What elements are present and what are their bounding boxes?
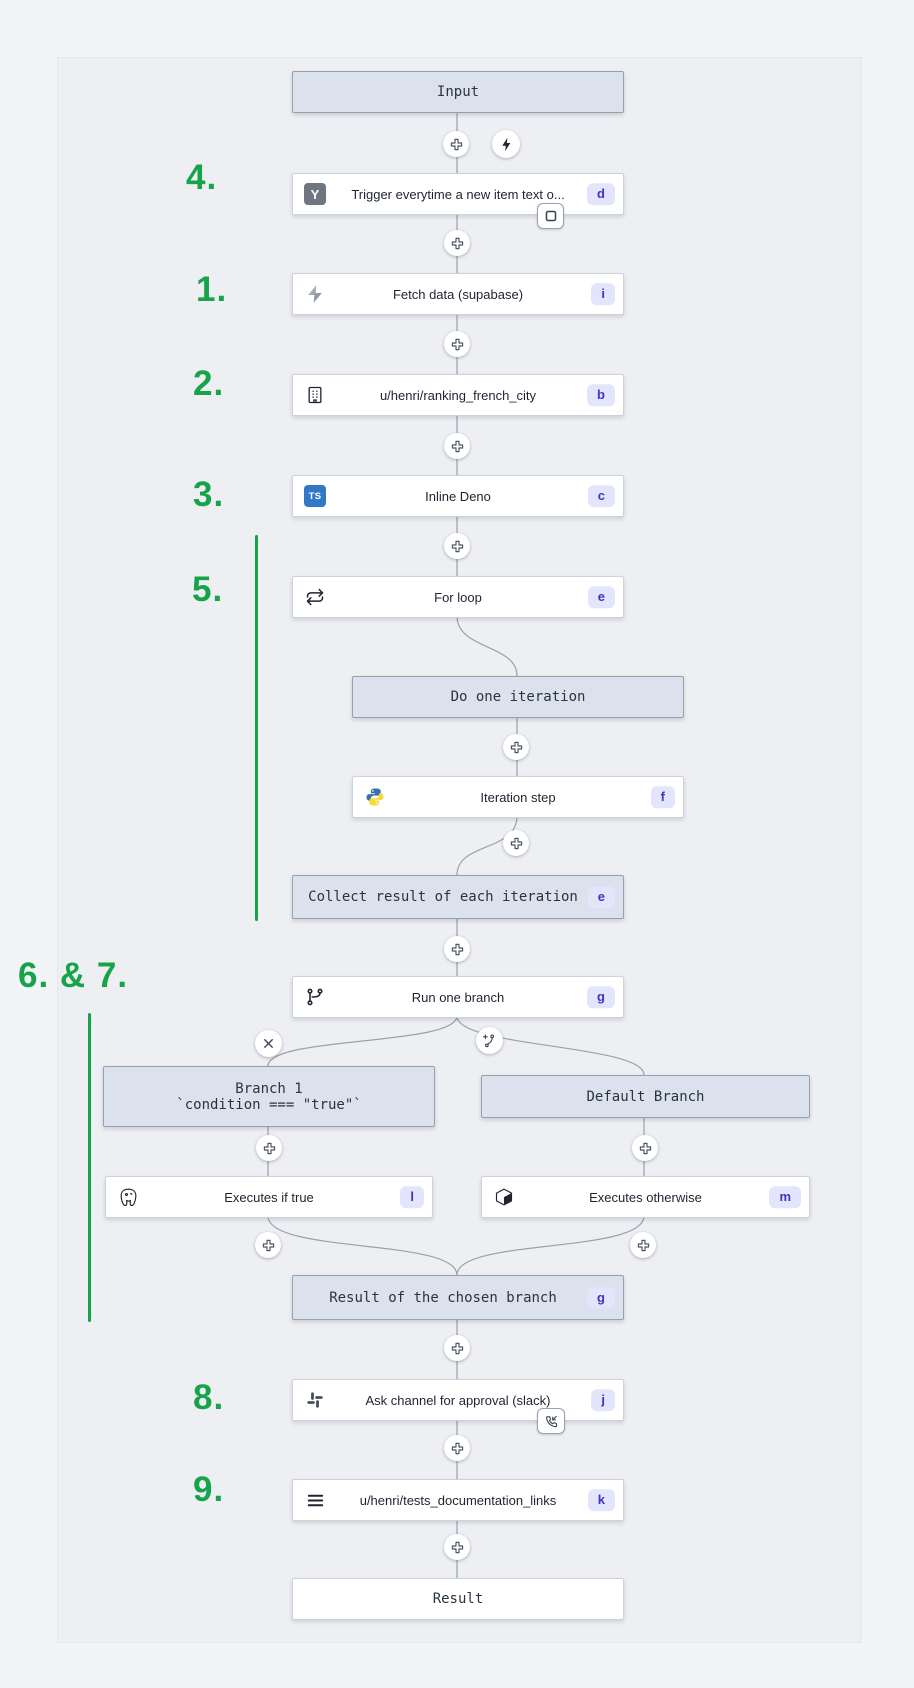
fetch-data-badge: i	[591, 283, 615, 305]
add-step-button[interactable]	[444, 1435, 470, 1461]
executes-otherwise-badge: m	[769, 1186, 801, 1208]
input-node-label: Input	[436, 84, 480, 100]
add-step-button[interactable]	[503, 830, 529, 856]
trigger-node-badge: d	[587, 183, 615, 205]
result-node[interactable]: Result	[292, 1578, 624, 1620]
postgresql-icon	[117, 1186, 139, 1208]
cube-icon	[493, 1186, 515, 1208]
executes-otherwise-label: Executes otherwise	[589, 1189, 702, 1205]
annotation-step-4: 4.	[186, 158, 218, 197]
add-step-button[interactable]	[444, 331, 470, 357]
chosen-branch-result-node[interactable]: Result of the chosen branch g	[292, 1275, 624, 1320]
inline-deno-badge: c	[587, 485, 615, 507]
collect-result-node[interactable]: Collect result of each iteration e	[292, 875, 624, 919]
annotation-step-3: 3.	[193, 475, 225, 514]
fetch-data-node[interactable]: Fetch data (supabase) i	[292, 273, 624, 315]
run-one-branch-badge: g	[587, 986, 615, 1008]
branch-plus-icon	[482, 1034, 494, 1048]
run-one-branch-label: Run one branch	[411, 989, 505, 1005]
fetch-data-label: Fetch data (supabase)	[392, 286, 524, 302]
executes-if-true-node[interactable]: Executes if true l	[105, 1176, 433, 1218]
iteration-step-badge: f	[650, 786, 675, 808]
run-one-branch-node[interactable]: Run one branch g	[292, 976, 624, 1018]
add-step-button[interactable]	[444, 936, 470, 962]
add-step-button[interactable]	[256, 1135, 282, 1161]
collect-result-badge: e	[587, 886, 615, 908]
annotation-step-9: 9.	[193, 1470, 225, 1509]
do-one-iteration-node[interactable]: Do one iteration	[352, 676, 684, 718]
phone-incoming-icon	[546, 1415, 558, 1428]
x-icon	[264, 1039, 273, 1048]
collect-result-label: Collect result of each iteration	[308, 889, 578, 905]
default-branch-label: Default Branch	[586, 1088, 705, 1105]
executes-if-true-label: Executes if true	[224, 1189, 314, 1205]
tests-documentation-links-label: u/henri/tests_documentation_links	[359, 1492, 557, 1508]
slack-approval-label: Ask channel for approval (slack)	[365, 1392, 551, 1408]
add-step-button[interactable]	[630, 1232, 656, 1258]
executes-if-true-badge: l	[400, 1186, 424, 1208]
iteration-step-node[interactable]: Iteration step f	[352, 776, 684, 818]
lightning-icon	[501, 137, 510, 151]
chosen-branch-result-label: Result of the chosen branch	[329, 1289, 557, 1306]
section-6-7-line	[88, 1013, 91, 1322]
delete-branch-button[interactable]	[255, 1030, 282, 1057]
annotation-step-5: 5.	[192, 570, 224, 609]
for-loop-node[interactable]: For loop e	[292, 576, 624, 618]
slack-icon	[304, 1389, 326, 1411]
executes-otherwise-node[interactable]: Executes otherwise m	[481, 1176, 810, 1218]
branch-1-label: Branch 1	[235, 1080, 303, 1097]
menu-icon	[304, 1489, 326, 1511]
default-branch-node[interactable]: Default Branch	[481, 1075, 810, 1118]
ranking-french-city-node[interactable]: u/henri/ranking_french_city b	[292, 374, 624, 416]
annotation-step-2: 2.	[193, 364, 225, 403]
section-5-line	[255, 535, 258, 921]
trigger-node-label: Trigger everytime a new item text o...	[351, 186, 565, 202]
typescript-icon: TS	[304, 485, 326, 507]
supabase-icon	[304, 283, 326, 305]
slack-approval-node[interactable]: Ask channel for approval (slack) j	[292, 1379, 624, 1421]
chosen-branch-result-badge: g	[587, 1286, 615, 1309]
inline-deno-label: Inline Deno	[425, 488, 491, 504]
annotation-step-6-7: 6. & 7.	[18, 956, 129, 995]
add-step-button[interactable]	[444, 1534, 470, 1560]
add-step-button[interactable]	[255, 1232, 281, 1258]
iteration-step-label: Iteration step	[480, 789, 556, 805]
square-icon	[545, 210, 556, 222]
inline-deno-node[interactable]: TS Inline Deno c	[292, 475, 624, 517]
tests-documentation-links-node[interactable]: u/henri/tests_documentation_links k	[292, 1479, 624, 1521]
trigger-toggle-button[interactable]	[492, 130, 520, 158]
annotation-step-1: 1.	[196, 270, 228, 309]
add-step-button[interactable]	[443, 131, 469, 157]
add-step-button[interactable]	[444, 533, 470, 559]
do-one-iteration-label: Do one iteration	[450, 689, 586, 705]
input-node[interactable]: Input	[292, 71, 624, 113]
result-node-label: Result	[432, 1591, 484, 1607]
add-step-button[interactable]	[444, 1335, 470, 1361]
add-branch-button[interactable]	[476, 1027, 503, 1054]
add-step-button[interactable]	[444, 433, 470, 459]
for-loop-badge: e	[587, 586, 615, 608]
ranking-french-city-label: u/henri/ranking_french_city	[379, 387, 537, 403]
tests-documentation-links-badge: k	[587, 1489, 615, 1511]
early-stop-indicator[interactable]	[537, 203, 564, 229]
add-step-button[interactable]	[632, 1135, 658, 1161]
slack-approval-badge: j	[591, 1389, 615, 1411]
for-loop-label: For loop	[434, 589, 482, 605]
ranking-french-city-badge: b	[587, 384, 615, 406]
git-branch-icon	[304, 986, 326, 1008]
building-icon	[304, 384, 326, 406]
trigger-node[interactable]: Y Trigger everytime a new item text o...…	[292, 173, 624, 215]
branch-1-node[interactable]: Branch 1 `condition === "true"`	[103, 1066, 435, 1127]
suspend-indicator[interactable]	[537, 1408, 565, 1434]
add-step-button[interactable]	[503, 734, 529, 760]
branch-1-condition: `condition === "true"`	[176, 1096, 362, 1113]
hackernews-icon: Y	[304, 183, 326, 205]
python-icon	[364, 786, 386, 808]
annotation-step-8: 8.	[193, 1378, 225, 1417]
add-step-button[interactable]	[444, 230, 470, 256]
repeat-icon	[304, 586, 326, 608]
